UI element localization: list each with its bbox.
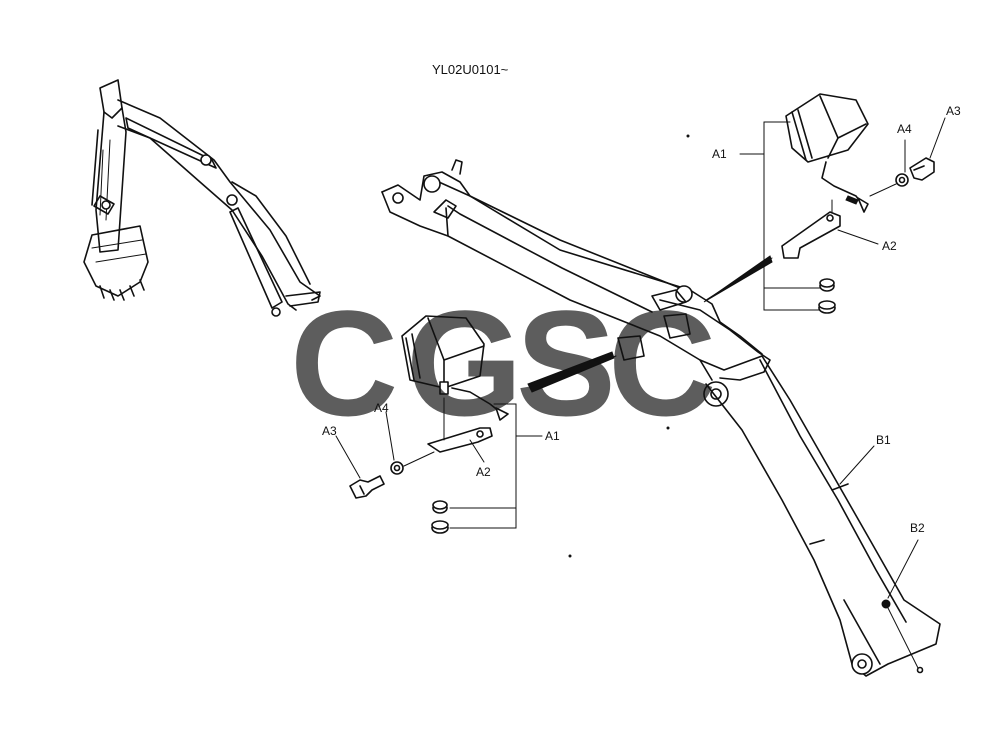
callout-a3-center: A3	[322, 424, 337, 438]
watermark-logo: C G S C	[290, 279, 716, 447]
callout-a1-top: A1	[712, 147, 727, 161]
callout-labels: A1 A2 A3 A4 A1 A2 A3 A4 B1 B2	[322, 104, 961, 599]
grease-fitting-b2	[881, 599, 891, 609]
bolt-a3-top	[909, 157, 935, 181]
watermark-letter-4: C	[608, 279, 716, 447]
bolt-a3-center	[349, 475, 385, 499]
callout-a2-center: A2	[476, 465, 491, 479]
watermark-letter-1: C	[290, 279, 398, 447]
overview-arm-illustration	[83, 79, 321, 317]
callout-a4-center: A4	[374, 401, 389, 415]
serial-number-label: YL02U0101~	[432, 62, 509, 77]
boom-illustration	[381, 134, 941, 677]
work-light-assembly-top	[703, 93, 946, 314]
callout-b1: B1	[876, 433, 891, 447]
callout-a4-top: A4	[897, 122, 912, 136]
callout-a2-top: A2	[882, 239, 897, 253]
callout-b2: B2	[910, 521, 925, 535]
work-light-assembly-center	[335, 315, 617, 534]
watermark-letter-2: G	[406, 279, 523, 447]
callout-a1-center: A1	[545, 429, 560, 443]
callout-a3-top: A3	[946, 104, 961, 118]
watermark-letter-3: S	[516, 279, 616, 447]
